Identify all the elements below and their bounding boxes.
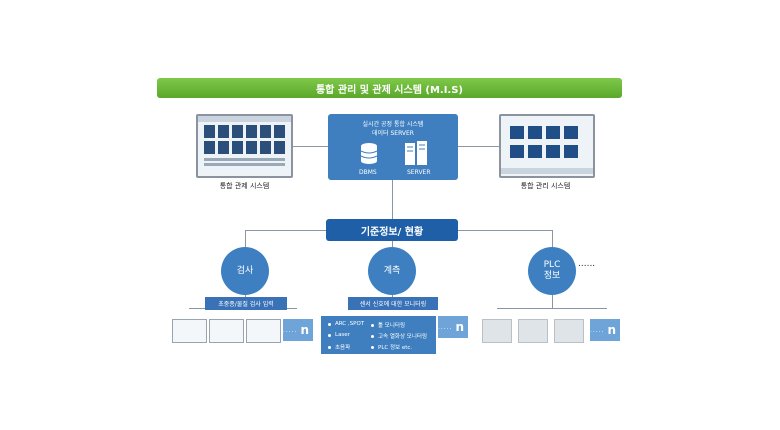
control-dashboard-image — [198, 116, 291, 166]
list-item: 초음파 — [328, 343, 350, 351]
plc-label-line2: 정보 — [543, 271, 561, 281]
inspection-screen-thumb — [209, 319, 244, 343]
management-system-label: 통합 관리 시스템 — [520, 182, 571, 190]
connector-down — [392, 180, 393, 219]
connector-h-left — [245, 230, 326, 231]
n-dots: ..... — [589, 326, 605, 334]
connector-plc-sub — [552, 295, 553, 308]
connector-right — [458, 146, 499, 147]
plc-n-box: ..... n — [590, 319, 620, 341]
server-title-line2: 데이터 SERVER — [372, 130, 414, 137]
more-dots: ...... — [578, 259, 596, 269]
connector-v-inspect — [245, 230, 246, 247]
database-icon — [360, 143, 378, 164]
control-system-monitor — [196, 114, 293, 178]
plc-label-line1: PLC — [543, 260, 561, 270]
inspection-screen-thumb — [246, 319, 281, 343]
system-title-banner: 통합 관리 및 관제 시스템 (M.I.S) — [157, 78, 622, 98]
connector-plc-row — [497, 308, 607, 309]
plc-device-image — [518, 319, 548, 343]
list-item: 고속 열화상 모니터링 — [371, 332, 427, 340]
connector-left — [289, 146, 328, 147]
inspection-sub-label: 초중종/물질 검사 입력 — [205, 297, 287, 310]
dbms-label: DBMS — [359, 169, 377, 176]
measurement-n-box: ..... n — [438, 316, 468, 338]
connector-v-plc — [552, 230, 553, 247]
n-dots: ..... — [437, 323, 453, 331]
n-label: n — [455, 320, 464, 334]
connector-h-right — [458, 230, 552, 231]
n-label: n — [607, 323, 616, 337]
server-title-line1: 실시간 공정 통합 시스템 — [362, 121, 424, 128]
connector-v-measure — [392, 241, 393, 247]
inspection-circle: 검사 — [221, 247, 269, 295]
control-system-label: 통합 관제 시스템 — [219, 182, 270, 190]
plc-device-image — [554, 319, 584, 343]
data-server-box: 실시간 공정 통합 시스템 데이터 SERVER DBMS SERVER — [328, 114, 458, 180]
plc-circle: PLC 정보 — [528, 247, 576, 295]
n-dots: ..... — [282, 326, 298, 334]
inspection-n-box: ..... n — [283, 319, 313, 341]
list-item: 툴 모니터링 — [371, 321, 405, 329]
plc-device-image — [482, 319, 512, 343]
server-icon — [405, 141, 427, 165]
list-item: Laser — [328, 332, 350, 338]
server-label: SERVER — [407, 169, 431, 176]
n-label: n — [300, 323, 309, 337]
management-system-monitor — [499, 114, 595, 178]
standard-info-box: 기준정보/ 현황 — [326, 219, 458, 241]
inspection-screen-thumb — [172, 319, 207, 343]
measurement-circle: 계측 — [368, 247, 416, 295]
measurement-list: ARC ,SPOT Laser 초음파 툴 모니터링 고속 열화상 모니터링 P… — [321, 316, 436, 354]
measurement-sub-label: 센서 신호에 대한 모니터링 — [348, 297, 438, 310]
management-dashboard-image — [501, 126, 593, 174]
list-item: PLC 정보 etc. — [371, 343, 412, 351]
list-item: ARC ,SPOT — [328, 321, 364, 327]
